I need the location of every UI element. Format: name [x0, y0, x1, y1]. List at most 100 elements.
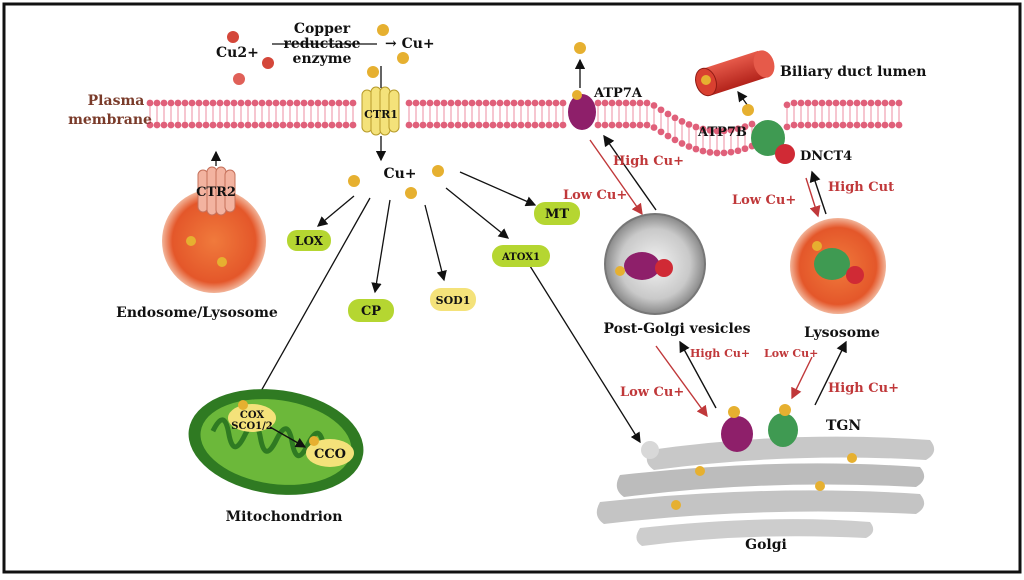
lipid-head: [216, 121, 224, 129]
lipid-head: [244, 121, 252, 129]
arrow-to-atox1: [445, 187, 510, 239]
lipid-head: [678, 140, 686, 147]
lipid-head: [202, 99, 210, 107]
atp7a-in-vesicle: [624, 252, 660, 280]
lipid-head: [300, 121, 308, 129]
lipid-head: [349, 121, 357, 129]
golgi-apparatus: [596, 436, 935, 546]
copper-ion: [405, 187, 417, 199]
copper-ion: [309, 436, 319, 446]
ctr1-transporter: [361, 86, 400, 136]
lipid-head: [601, 99, 609, 107]
lipid-head: [685, 143, 693, 150]
lipid-head: [482, 99, 490, 107]
lipid-head: [860, 121, 868, 129]
lipid-head: [489, 99, 497, 107]
lipid-head: [783, 123, 791, 131]
lipid-head: [538, 99, 546, 107]
ctr2-label: CTR2: [196, 185, 236, 200]
lipid-head: [629, 99, 637, 107]
biliary-duct-lumen: [695, 50, 775, 97]
mt-label: MT: [545, 207, 569, 222]
atp7b-label: ATP7B: [697, 125, 747, 140]
lipid-head: [195, 121, 203, 129]
partner-in-vesicle: [655, 259, 673, 277]
ctr1-label: CTR1: [364, 108, 398, 121]
lipid-head: [475, 99, 483, 107]
copper-ion: [615, 266, 625, 276]
cu-plus-center-label: Cu+: [383, 166, 416, 182]
lipid-head: [706, 148, 714, 156]
copper-ion: [348, 175, 360, 187]
lipid-head: [552, 99, 560, 107]
lipid-head: [307, 121, 315, 129]
lipid-head: [279, 99, 287, 107]
lipid-head: [307, 99, 315, 107]
lipid-head: [657, 106, 665, 114]
arrow-low-cu-to-tgn-b: [791, 356, 813, 400]
lipid-head: [461, 99, 469, 107]
lipid-head: [601, 121, 609, 129]
lipid-head: [594, 121, 602, 129]
lipid-head: [832, 99, 840, 107]
atp7a-label: ATP7A: [593, 86, 643, 101]
lipid-head: [265, 121, 273, 129]
plasma-membrane: [146, 99, 903, 157]
low-cu-label-pg: Low Cu+: [620, 385, 684, 400]
cu2-ion: [262, 57, 274, 69]
arrow-low-cu-to-vesicle: [589, 139, 643, 216]
lipid-head: [230, 99, 238, 107]
high-cu-label-ly: High Cu+: [828, 381, 899, 396]
lipid-head: [545, 121, 553, 129]
lipid-head: [853, 121, 861, 129]
lipid-head: [650, 102, 658, 109]
lipid-head: [643, 121, 651, 129]
sod1-label: SOD1: [436, 294, 471, 307]
lipid-head: [146, 99, 154, 107]
lipid-head: [419, 99, 427, 107]
copper-reductase-label-3: enzyme: [293, 51, 352, 67]
lipid-head: [608, 121, 616, 129]
ctr2-transporter: [197, 166, 236, 216]
lipid-head: [230, 121, 238, 129]
cox-label: COX: [240, 410, 264, 421]
copper-ion: [572, 90, 582, 100]
copper-ion: [695, 466, 705, 476]
atp7b-tgn: [768, 413, 798, 447]
lipid-head: [468, 99, 476, 107]
atox1-label: ATOX1: [501, 252, 540, 263]
lipid-head: [559, 99, 567, 107]
lipid-head: [797, 121, 805, 129]
lipid-head: [622, 99, 630, 107]
lipid-head: [643, 99, 651, 107]
lipid-head: [629, 121, 637, 129]
sco-label: SCO1/2: [231, 421, 273, 432]
lipid-head: [545, 99, 553, 107]
lipid-head: [881, 99, 889, 107]
lipid-head: [734, 125, 742, 133]
lipid-head: [174, 99, 182, 107]
cco-blob: [306, 439, 354, 467]
arrow-low-cu-to-lysosome: [805, 177, 821, 218]
lipid-head: [734, 147, 742, 155]
copper-ion: [728, 406, 740, 418]
lipid-head: [447, 99, 455, 107]
lipid-head: [783, 101, 791, 109]
lipid-head: [839, 121, 847, 129]
lipid-head: [636, 99, 644, 107]
copper-ion: [812, 241, 822, 251]
lipid-head: [517, 121, 525, 129]
lipid-head: [153, 121, 161, 129]
lipid-head: [209, 99, 217, 107]
copper-ion: [671, 500, 681, 510]
lipid-head: [167, 99, 175, 107]
lipid-head: [202, 121, 210, 129]
arrow-atox1-to-golgi: [529, 265, 641, 444]
lipid-head: [328, 99, 336, 107]
lipid-head: [405, 99, 413, 107]
lipid-head: [741, 145, 749, 153]
lipid-head: [720, 149, 728, 157]
lipid-head: [804, 121, 812, 129]
lipid-head: [258, 121, 266, 129]
